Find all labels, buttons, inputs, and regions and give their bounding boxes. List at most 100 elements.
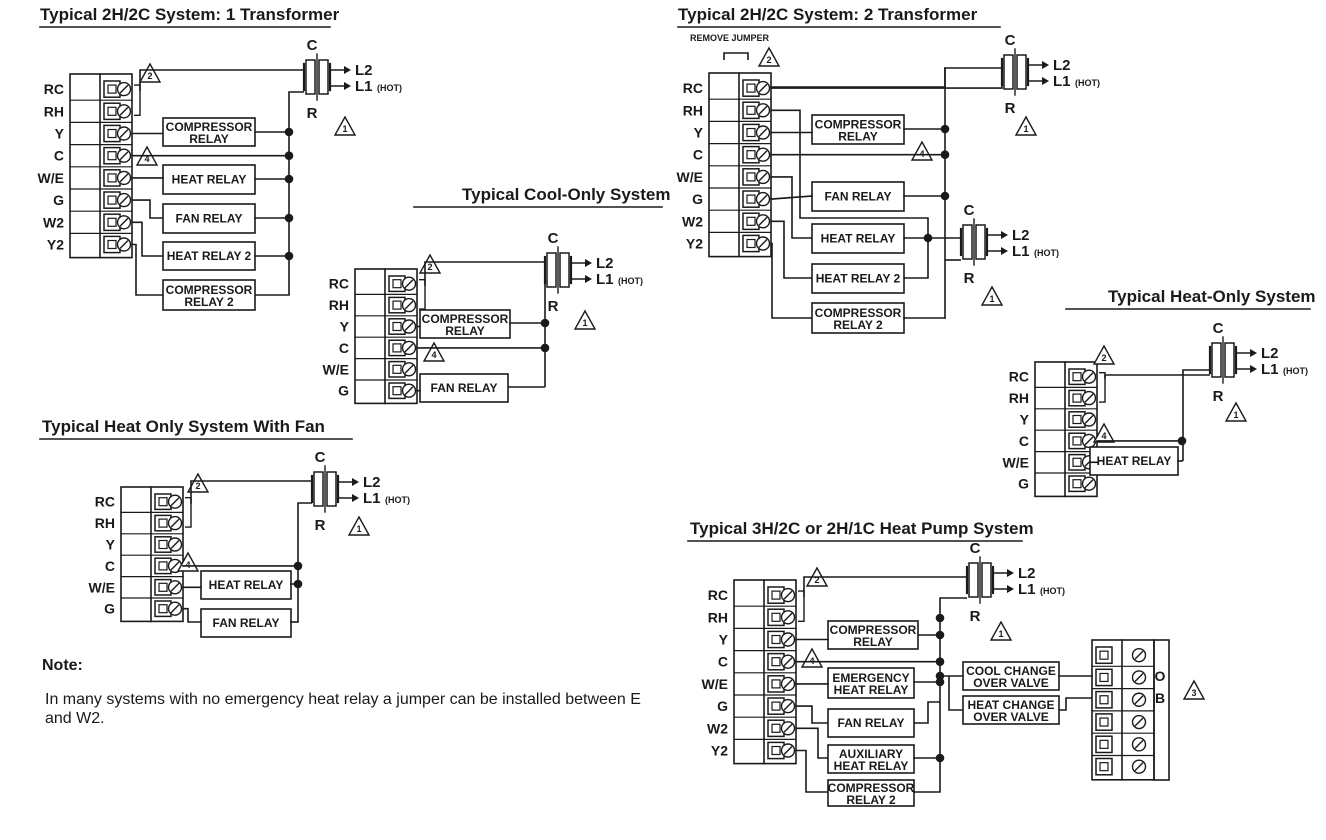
terminal-cell — [1095, 690, 1113, 709]
transformer-r-label: R — [307, 105, 318, 122]
arrow-head — [1042, 77, 1049, 85]
terminal-cell — [1099, 762, 1109, 772]
screw-slot — [758, 172, 768, 182]
terminal-label: C — [693, 147, 703, 163]
terminal-cell — [771, 723, 781, 733]
remove-jumper-label: REMOVE JUMPER — [690, 33, 770, 43]
terminal-cell — [392, 364, 402, 374]
l2-label: L2 — [596, 255, 614, 272]
screw-slot — [758, 150, 768, 160]
screw-slot — [170, 540, 180, 549]
wire — [771, 220, 812, 279]
terminal-cell — [392, 300, 402, 310]
wire — [914, 701, 940, 724]
terminal-cell — [107, 217, 117, 227]
terminal-cell — [158, 604, 168, 614]
screw-slot — [404, 300, 414, 310]
screw-slot — [404, 343, 414, 353]
wire — [904, 238, 929, 279]
terminal-label: W/E — [677, 169, 703, 185]
transformer-coil — [962, 224, 973, 260]
arrow-head — [352, 494, 359, 502]
auxiliary-heat-relay-label: HEAT RELAY — [834, 759, 909, 773]
junction-dot — [935, 677, 945, 687]
wire — [1099, 372, 1106, 403]
wire — [183, 607, 201, 623]
junction-dot — [284, 127, 294, 137]
callout-number: 1 — [582, 318, 587, 328]
terminal-cell — [746, 150, 756, 160]
note-body: In many systems with no emergency heat r… — [45, 691, 641, 727]
emergency-heat-relay-label: EMERGENCY — [832, 671, 909, 685]
callout-number: 2 — [147, 71, 152, 81]
callout-triangle — [1224, 401, 1248, 422]
wire — [190, 480, 312, 504]
terminal-cell — [107, 195, 117, 205]
wire — [132, 221, 163, 257]
callout-number: 2 — [766, 55, 771, 65]
junction-dot — [935, 613, 945, 623]
terminal-label: G — [717, 698, 728, 714]
screw-slot — [1084, 436, 1094, 446]
hot-label: (HOT) — [385, 495, 410, 505]
terminal-strip — [708, 72, 772, 258]
junction-dot — [1177, 436, 1187, 446]
arrow-head — [1042, 61, 1049, 69]
terminal-label: Y2 — [686, 236, 703, 252]
callout-triangle — [1092, 422, 1116, 443]
terminal-label: Y — [694, 125, 704, 141]
l2-label: L2 — [1053, 57, 1071, 74]
terminal-label: RC — [708, 587, 728, 603]
compressor-relay-2 — [811, 302, 905, 334]
terminal-cell — [746, 83, 756, 93]
terminal-label: G — [53, 192, 64, 208]
terminal-label: W2 — [43, 214, 64, 230]
terminal-strip-label-column — [1153, 639, 1170, 781]
terminal-cell — [107, 84, 117, 94]
terminal-cell — [1099, 650, 1109, 660]
screw-slot — [119, 173, 129, 183]
transformer-c-label: C — [315, 449, 326, 466]
terminal-cell — [1072, 372, 1082, 382]
terminal-label: RH — [683, 102, 703, 118]
terminal-label: Y2 — [711, 743, 728, 759]
terminal-strip — [1034, 361, 1098, 498]
wire — [134, 84, 141, 117]
heat-relay — [200, 570, 292, 600]
fan-relay — [200, 608, 292, 638]
junction-dot — [935, 657, 945, 666]
terminal-cell — [771, 679, 781, 689]
hot-label: (HOT) — [377, 83, 402, 93]
terminal-cell — [771, 657, 781, 667]
wire — [796, 749, 828, 793]
junction-dot — [540, 343, 550, 353]
heat-relay-label: HEAT RELAY — [209, 578, 284, 592]
compressor-relay-2 — [827, 779, 915, 807]
hot-label: (HOT) — [1034, 248, 1059, 258]
transformer-r-label: R — [964, 270, 975, 287]
screw-slot — [1134, 717, 1144, 727]
screw-slot — [170, 604, 180, 614]
diagram-title: Typical Heat-Only System — [1108, 287, 1316, 306]
auxiliary-heat-relay-label: AUXILIARY — [839, 747, 903, 761]
diagram-one-transformer: Typical 2H/2C System: 1 TransformerRCRHY… — [38, 5, 402, 311]
arrow-head — [1007, 585, 1014, 593]
junction-dot — [293, 579, 303, 589]
l2-label: L2 — [1261, 345, 1279, 362]
screw-slot — [783, 635, 793, 644]
wire — [939, 597, 967, 792]
screw-slot — [758, 194, 768, 204]
compressor-relay-label: COMPRESSOR — [830, 623, 917, 637]
terminal-cell — [158, 561, 168, 571]
wire — [803, 576, 967, 598]
terminal-cell — [107, 151, 117, 161]
transformer-coil — [981, 562, 992, 598]
callout-number: 2 — [195, 481, 200, 491]
wire — [771, 85, 1003, 89]
screw-slot — [170, 518, 180, 528]
terminal-cell — [158, 518, 168, 528]
heat-relay-label: HEAT RELAY — [1097, 454, 1172, 468]
diagram-heat-pump: Typical 3H/2C or 2H/1C Heat Pump SystemR… — [687, 519, 1206, 807]
terminal-label: C — [339, 340, 349, 356]
compressor-relay-label: RELAY — [853, 635, 893, 649]
